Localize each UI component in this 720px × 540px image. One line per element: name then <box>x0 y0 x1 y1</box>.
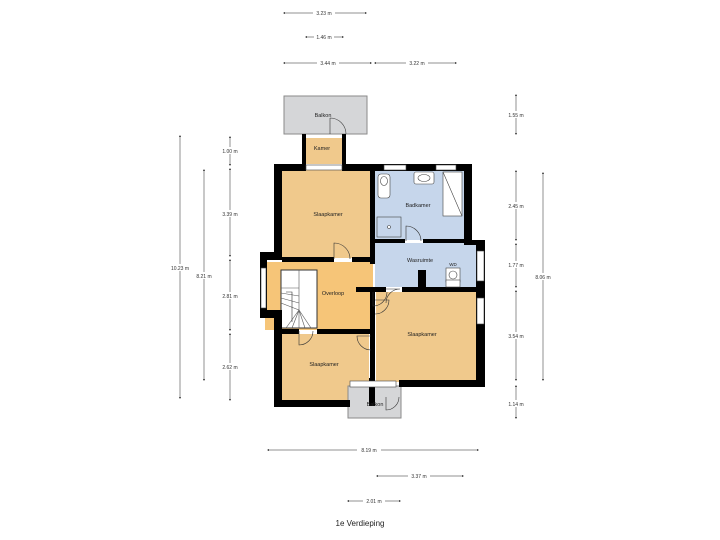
label-wasruimte: Wasruimte <box>407 258 433 264</box>
label-slaapkamer-right: Slaapkamer <box>407 332 437 338</box>
dim-left-total: 10.23 m <box>171 266 189 272</box>
slaapkamer-right-area <box>376 292 478 382</box>
dryer-icon <box>445 279 461 288</box>
dimension-labels: 3.23 m 1.46 m 3.44 m 3.22 m 8.19 m 3.37 … <box>168 9 555 505</box>
kamer-area <box>305 138 343 164</box>
label-overloop: Overloop <box>322 291 344 297</box>
doors <box>298 117 422 411</box>
toilet-icon <box>380 176 388 186</box>
dim-top-total: 3.23 m <box>316 11 331 17</box>
label-slaapkamer-bottom: Slaapkamer <box>309 362 339 368</box>
staircase <box>280 269 318 329</box>
label-kamer: Kamer <box>314 146 330 152</box>
windows <box>260 164 485 388</box>
dim-left-4: 2.62 m <box>222 365 237 371</box>
dim-bottom-total: 8.19 m <box>361 448 376 454</box>
dim-top-mid: 1.46 m <box>316 35 331 41</box>
dim-right-3: 1.77 m <box>508 263 523 269</box>
dim-top-right: 3.22 m <box>409 61 424 67</box>
label-balkon-bottom: Balkon <box>367 402 384 408</box>
floor-title: 1e Verdieping <box>335 519 385 528</box>
dim-left-3: 2.81 m <box>222 294 237 300</box>
label-badkamer: Badkamer <box>405 203 430 209</box>
label-balkon-top: Balkon <box>315 113 332 119</box>
dim-right-total: 8.06 m <box>535 275 550 281</box>
label-slaapkamer-top: Slaapkamer <box>313 212 343 218</box>
dim-right-1: 1.55 m <box>508 113 523 119</box>
dim-left-1: 1.00 m <box>222 149 237 155</box>
dim-bottom-small: 2.01 m <box>366 499 381 505</box>
dim-bottom-mid: 3.37 m <box>411 474 426 480</box>
wasruimte-area <box>375 243 478 287</box>
label-wd: WD <box>449 262 457 267</box>
dim-top-left: 3.44 m <box>320 61 335 67</box>
dim-right-5: 1.14 m <box>508 402 523 408</box>
balcony-top-area <box>283 95 368 135</box>
dim-right-2: 2.45 m <box>508 204 523 210</box>
dim-right-4: 3.54 m <box>508 334 523 340</box>
shower-tray <box>376 216 402 238</box>
fixtures <box>376 171 463 288</box>
dim-left-inner: 8.21 m <box>196 274 211 280</box>
dim-left-2: 3.39 m <box>222 212 237 218</box>
room-labels: Balkon Kamer Slaapkamer Badkamer Wasruim… <box>309 113 457 408</box>
slaapkamer-top-area <box>282 170 370 258</box>
